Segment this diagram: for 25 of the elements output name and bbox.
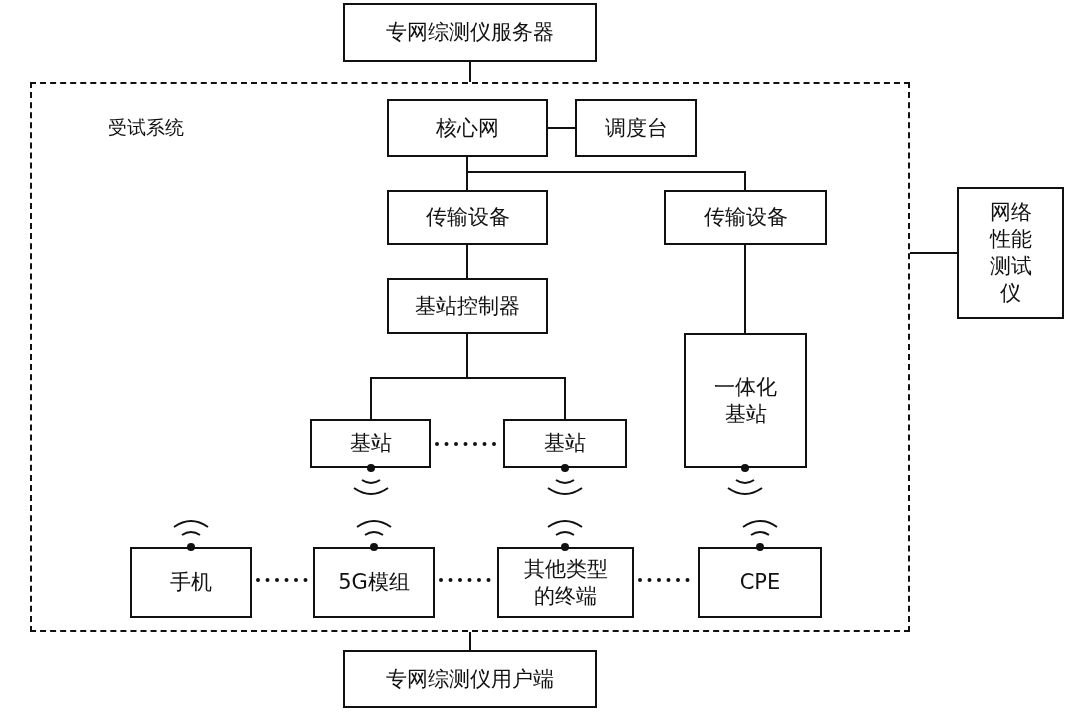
connector-line bbox=[466, 333, 566, 420]
process-box: 基站控制器 bbox=[387, 278, 548, 334]
connector-line bbox=[909, 252, 958, 254]
connector-line bbox=[744, 244, 746, 334]
connector-line bbox=[469, 631, 471, 651]
process-box: 专网综测仪服务器 bbox=[343, 3, 597, 62]
connector-line bbox=[466, 244, 468, 279]
process-box: 专网综测仪用户端 bbox=[343, 650, 597, 708]
connector-line bbox=[469, 61, 471, 83]
process-box: CPE bbox=[698, 547, 822, 618]
process-box: 5G模组 bbox=[313, 547, 435, 618]
process-box: 基站 bbox=[310, 419, 431, 468]
group-label: 受试系统 bbox=[108, 115, 184, 140]
process-box: 基站 bbox=[503, 419, 627, 468]
process-box: 核心网 bbox=[387, 99, 548, 157]
connector-line bbox=[466, 156, 746, 191]
process-box: 其他类型的终端 bbox=[497, 547, 634, 618]
process-box: 一体化基站 bbox=[684, 333, 807, 468]
process-box: 网络性能测试仪 bbox=[957, 187, 1064, 319]
process-box: 手机 bbox=[130, 547, 252, 618]
process-box: 传输设备 bbox=[387, 190, 548, 245]
system-boundary bbox=[30, 82, 910, 632]
process-box: 传输设备 bbox=[664, 190, 827, 245]
process-box: 调度台 bbox=[575, 99, 697, 157]
connector-line bbox=[547, 127, 576, 129]
